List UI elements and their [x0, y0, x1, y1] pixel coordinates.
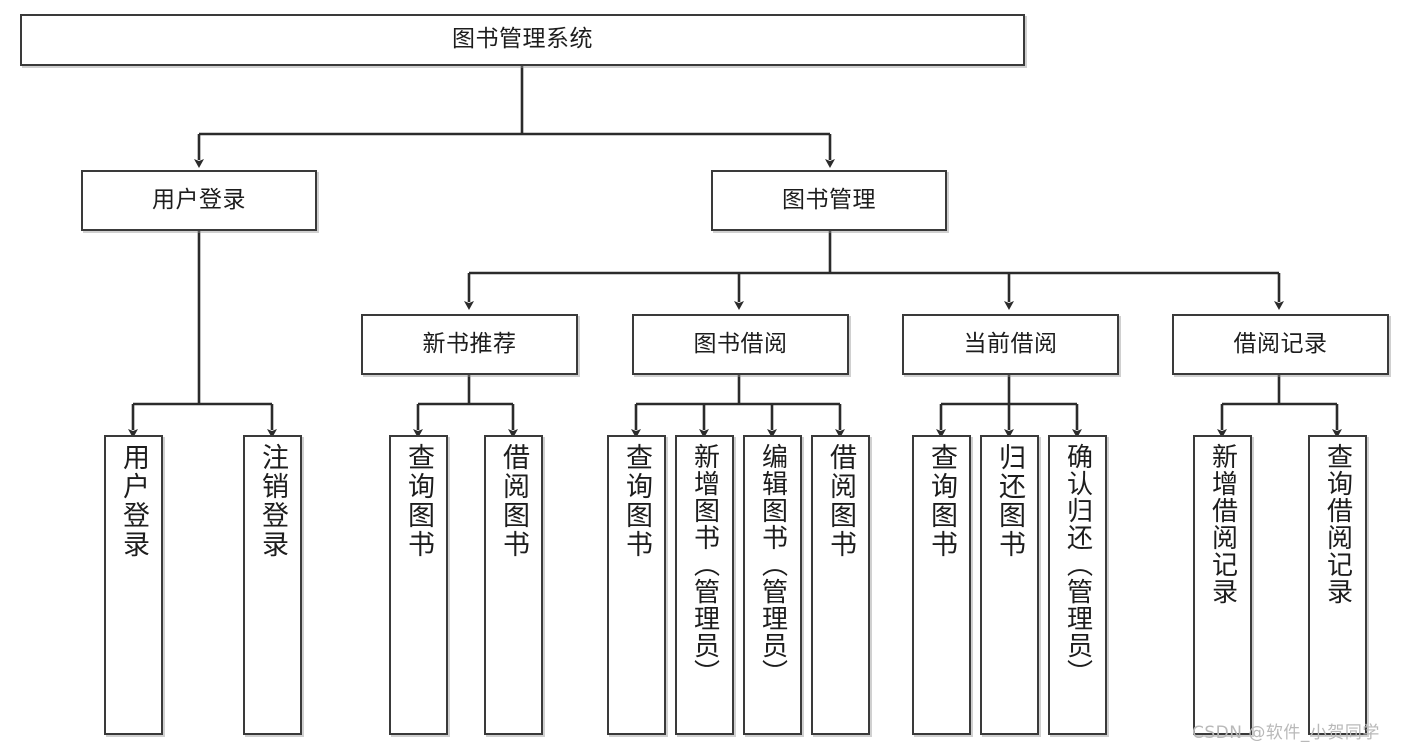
node-label: 借阅记录 [1233, 330, 1328, 357]
leaf-edit-book-admin[interactable]: 编辑图书（管理员） [743, 435, 802, 735]
node-label: 用户登录 [152, 186, 246, 213]
leaf-query-books-current[interactable]: 查询图书 [912, 435, 971, 735]
node-book-management[interactable]: 图书管理 [711, 170, 947, 231]
leaf-borrow-books[interactable]: 借阅图书 [811, 435, 870, 735]
node-label: 查询图书 [926, 443, 957, 559]
node-new-book-recommendation[interactable]: 新书推荐 [361, 314, 578, 375]
node-book-borrowing[interactable]: 图书借阅 [632, 314, 849, 375]
leaf-query-books-new-book[interactable]: 查询图书 [389, 435, 448, 735]
node-label: 新增图书（管理员） [689, 443, 720, 686]
leaf-return-books[interactable]: 归还图书 [980, 435, 1039, 735]
node-label: 新增借阅记录 [1207, 443, 1238, 605]
node-label: 归还图书 [994, 443, 1025, 559]
node-root-book-management-system[interactable]: 图书管理系统 [20, 14, 1025, 66]
leaf-confirm-return-admin[interactable]: 确认归还（管理员） [1048, 435, 1107, 735]
node-label: 图书管理系统 [452, 26, 593, 53]
node-label: 确认归还（管理员） [1062, 443, 1093, 686]
node-label: 当前借阅 [963, 330, 1058, 357]
leaf-add-borrow-record[interactable]: 新增借阅记录 [1193, 435, 1252, 735]
node-label: 借阅图书 [498, 443, 529, 559]
node-label: 编辑图书（管理员） [757, 443, 788, 686]
node-borrow-records[interactable]: 借阅记录 [1172, 314, 1389, 375]
node-label: 用户登录 [118, 443, 149, 559]
node-label: 新书推荐 [422, 330, 517, 357]
node-user-login[interactable]: 用户登录 [81, 170, 317, 231]
node-label: 查询图书 [621, 443, 652, 559]
leaf-borrow-books-new-book[interactable]: 借阅图书 [484, 435, 543, 735]
leaf-query-borrow-record[interactable]: 查询借阅记录 [1308, 435, 1367, 735]
node-label: 查询借阅记录 [1322, 443, 1353, 605]
node-label: 图书管理 [782, 186, 876, 213]
leaf-logout[interactable]: 注销登录 [243, 435, 302, 735]
node-label: 借阅图书 [825, 443, 856, 559]
leaf-add-book-admin[interactable]: 新增图书（管理员） [675, 435, 734, 735]
node-label: 查询图书 [403, 443, 434, 559]
node-label: 注销登录 [257, 443, 288, 559]
csdn-watermark: CSDN @软件_小贺同学 [1192, 723, 1380, 743]
node-label: 图书借阅 [693, 330, 788, 357]
leaf-query-books-borrow[interactable]: 查询图书 [607, 435, 666, 735]
leaf-user-login[interactable]: 用户登录 [104, 435, 163, 735]
node-current-borrowing[interactable]: 当前借阅 [902, 314, 1119, 375]
